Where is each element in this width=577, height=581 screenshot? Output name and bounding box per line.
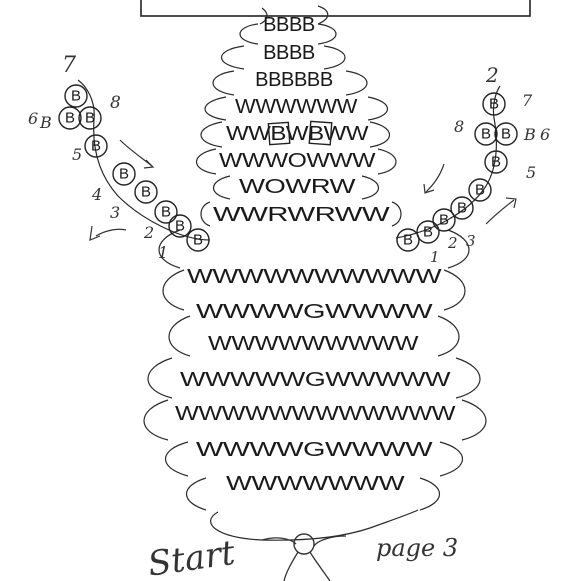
bead-letter: B: [119, 166, 129, 183]
step-number: 6: [540, 125, 550, 144]
eye-square: [308, 120, 333, 146]
bead-circle: [416, 220, 440, 244]
bead-circle: [154, 200, 178, 224]
step-number: 6: [28, 109, 38, 128]
step-number: 7: [62, 53, 76, 78]
side-mark: B: [39, 113, 52, 132]
step-number: 3: [110, 203, 120, 222]
bead-row: BBBB: [263, 42, 315, 64]
bead-circle: [64, 84, 88, 108]
bead-letter: B: [491, 154, 501, 171]
bead-row: WWWWWW: [235, 96, 358, 118]
bead-row: WWWWGWWWW: [196, 301, 433, 323]
arrow-icon: [119, 139, 153, 167]
bead-letter: B: [161, 204, 171, 221]
eye-markers: [267, 120, 333, 146]
bead-row: WWWWWWWWWWWW: [175, 403, 456, 425]
bead-circle: [168, 214, 192, 238]
step-number: 8: [110, 93, 121, 113]
step-number: 2: [143, 223, 154, 242]
start-knot: [261, 533, 347, 581]
bead-circle: [432, 208, 456, 232]
bead-letter: B: [439, 212, 449, 229]
bead-row: WWRWRWW: [213, 204, 390, 226]
bead-letter: B: [481, 126, 491, 143]
bead-circle: [468, 178, 492, 202]
arrow-icon: [425, 163, 445, 193]
bead-letter: B: [403, 232, 413, 249]
page-label: page 3: [376, 534, 458, 562]
bead-circle: [396, 228, 420, 252]
eye-square: [267, 121, 291, 146]
bead-circle: [186, 228, 210, 252]
bead-circle: [84, 134, 108, 158]
bead-letter: B: [193, 232, 203, 249]
bead-circle: [484, 150, 508, 174]
bead-circle: [112, 162, 136, 186]
bead-letter: B: [141, 184, 151, 201]
bead-row: WOWRW: [239, 176, 356, 198]
bead-circle: [134, 180, 158, 204]
thread-loops: [143, 5, 487, 541]
step-number: 5: [526, 163, 536, 182]
arrow-icon: [423, 183, 435, 194]
bead-letter: B: [85, 110, 95, 127]
side-mark: B: [523, 125, 536, 144]
left-arm: B B B B B B B B B 7 6 B 8 5 4 3 2 1: [28, 53, 211, 262]
bead-row: BBBBBB: [255, 69, 333, 91]
bead-circle: [58, 106, 82, 130]
bead-row: WWWOWWW: [219, 150, 376, 172]
bead-row: WWWWGWWWW: [196, 439, 433, 461]
bead-letter: B: [457, 200, 467, 217]
start-label: Start: [145, 533, 237, 581]
bead-letter: B: [423, 224, 433, 241]
step-number: 7: [522, 91, 533, 110]
bead-letter: B: [71, 88, 81, 105]
bead-letter: B: [91, 138, 101, 155]
bead-letter: B: [475, 182, 485, 199]
bead-row: WWBWBWW: [226, 123, 369, 145]
step-number: 5: [72, 145, 82, 164]
bead-letter: B: [489, 96, 499, 113]
bead-row: WWWWWGWWWWW: [180, 369, 451, 391]
bead-letter: B: [175, 218, 185, 235]
bead-row: WWWWWWW: [226, 473, 405, 495]
bead-letter: B: [501, 126, 511, 143]
step-number: 4: [91, 185, 102, 204]
arrow-icon: [485, 199, 515, 225]
bead-circle: [450, 196, 474, 220]
bead-row: WWWWWWWWWW: [187, 266, 442, 288]
bead-circle: [474, 122, 498, 146]
step-number: 1: [158, 243, 168, 262]
arrow-icon: [505, 197, 517, 209]
bead-row: BBBB: [263, 14, 315, 36]
bead-circle: [494, 122, 518, 146]
arrow-icon: [143, 159, 155, 169]
step-number: 2: [485, 63, 499, 87]
step-number: 1: [430, 248, 440, 266]
bead-row: WWWWWWWWW: [208, 333, 419, 355]
bead-rows: BBBB BBBB BBBBBB WWWWWW WWBWBWW WWWOWWW …: [175, 14, 456, 495]
step-number: 2: [447, 234, 458, 252]
arrow-icon: [89, 225, 101, 241]
step-number: 8: [454, 117, 464, 136]
top-frame: [140, 0, 531, 17]
arrow-icon: [95, 228, 127, 237]
bead-circle: [482, 92, 506, 116]
bead-letter: B: [65, 110, 75, 127]
step-number: 3: [466, 232, 476, 250]
right-arm: B B B B B B B B B 2 7 8 B 6 5 3 2 1: [395, 63, 550, 266]
bead-circle: [78, 106, 102, 130]
